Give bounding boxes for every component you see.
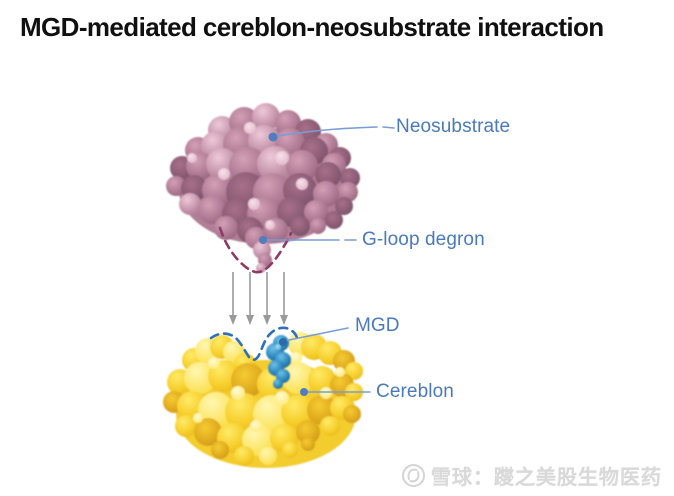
mgd-molecule xyxy=(266,335,291,389)
neosubstrate-label: Neosubstrate xyxy=(396,116,511,137)
cereblon-label: Cereblon xyxy=(376,381,454,402)
mgd-dot xyxy=(279,338,287,346)
binding-arrows xyxy=(229,272,288,325)
leader-dots xyxy=(259,132,308,396)
cereblon-protein xyxy=(163,332,363,468)
neosubstrate-protein xyxy=(166,103,360,273)
watermark-text: 雪球：躞之美股生物医药 xyxy=(431,467,662,489)
page-title: MGD-mediated cereblon-neosubstrate inter… xyxy=(20,12,604,42)
watermark: 雪球：躞之美股生物医药 xyxy=(401,461,662,490)
neosubstrate-dot xyxy=(268,132,278,142)
leader-lines xyxy=(262,126,395,393)
binding-pocket-outline xyxy=(209,326,299,362)
g-loop-degron-outline xyxy=(218,226,293,274)
mgd-leader xyxy=(283,327,349,342)
neosubstrate-leader xyxy=(272,126,395,138)
mgd-label: MGD xyxy=(355,315,400,336)
g-loop-degron-label: G-loop degron xyxy=(362,229,485,250)
cereblon-dot xyxy=(300,388,308,396)
xueqiu-snowball-icon xyxy=(402,464,425,487)
g-loop-dot xyxy=(259,236,267,244)
